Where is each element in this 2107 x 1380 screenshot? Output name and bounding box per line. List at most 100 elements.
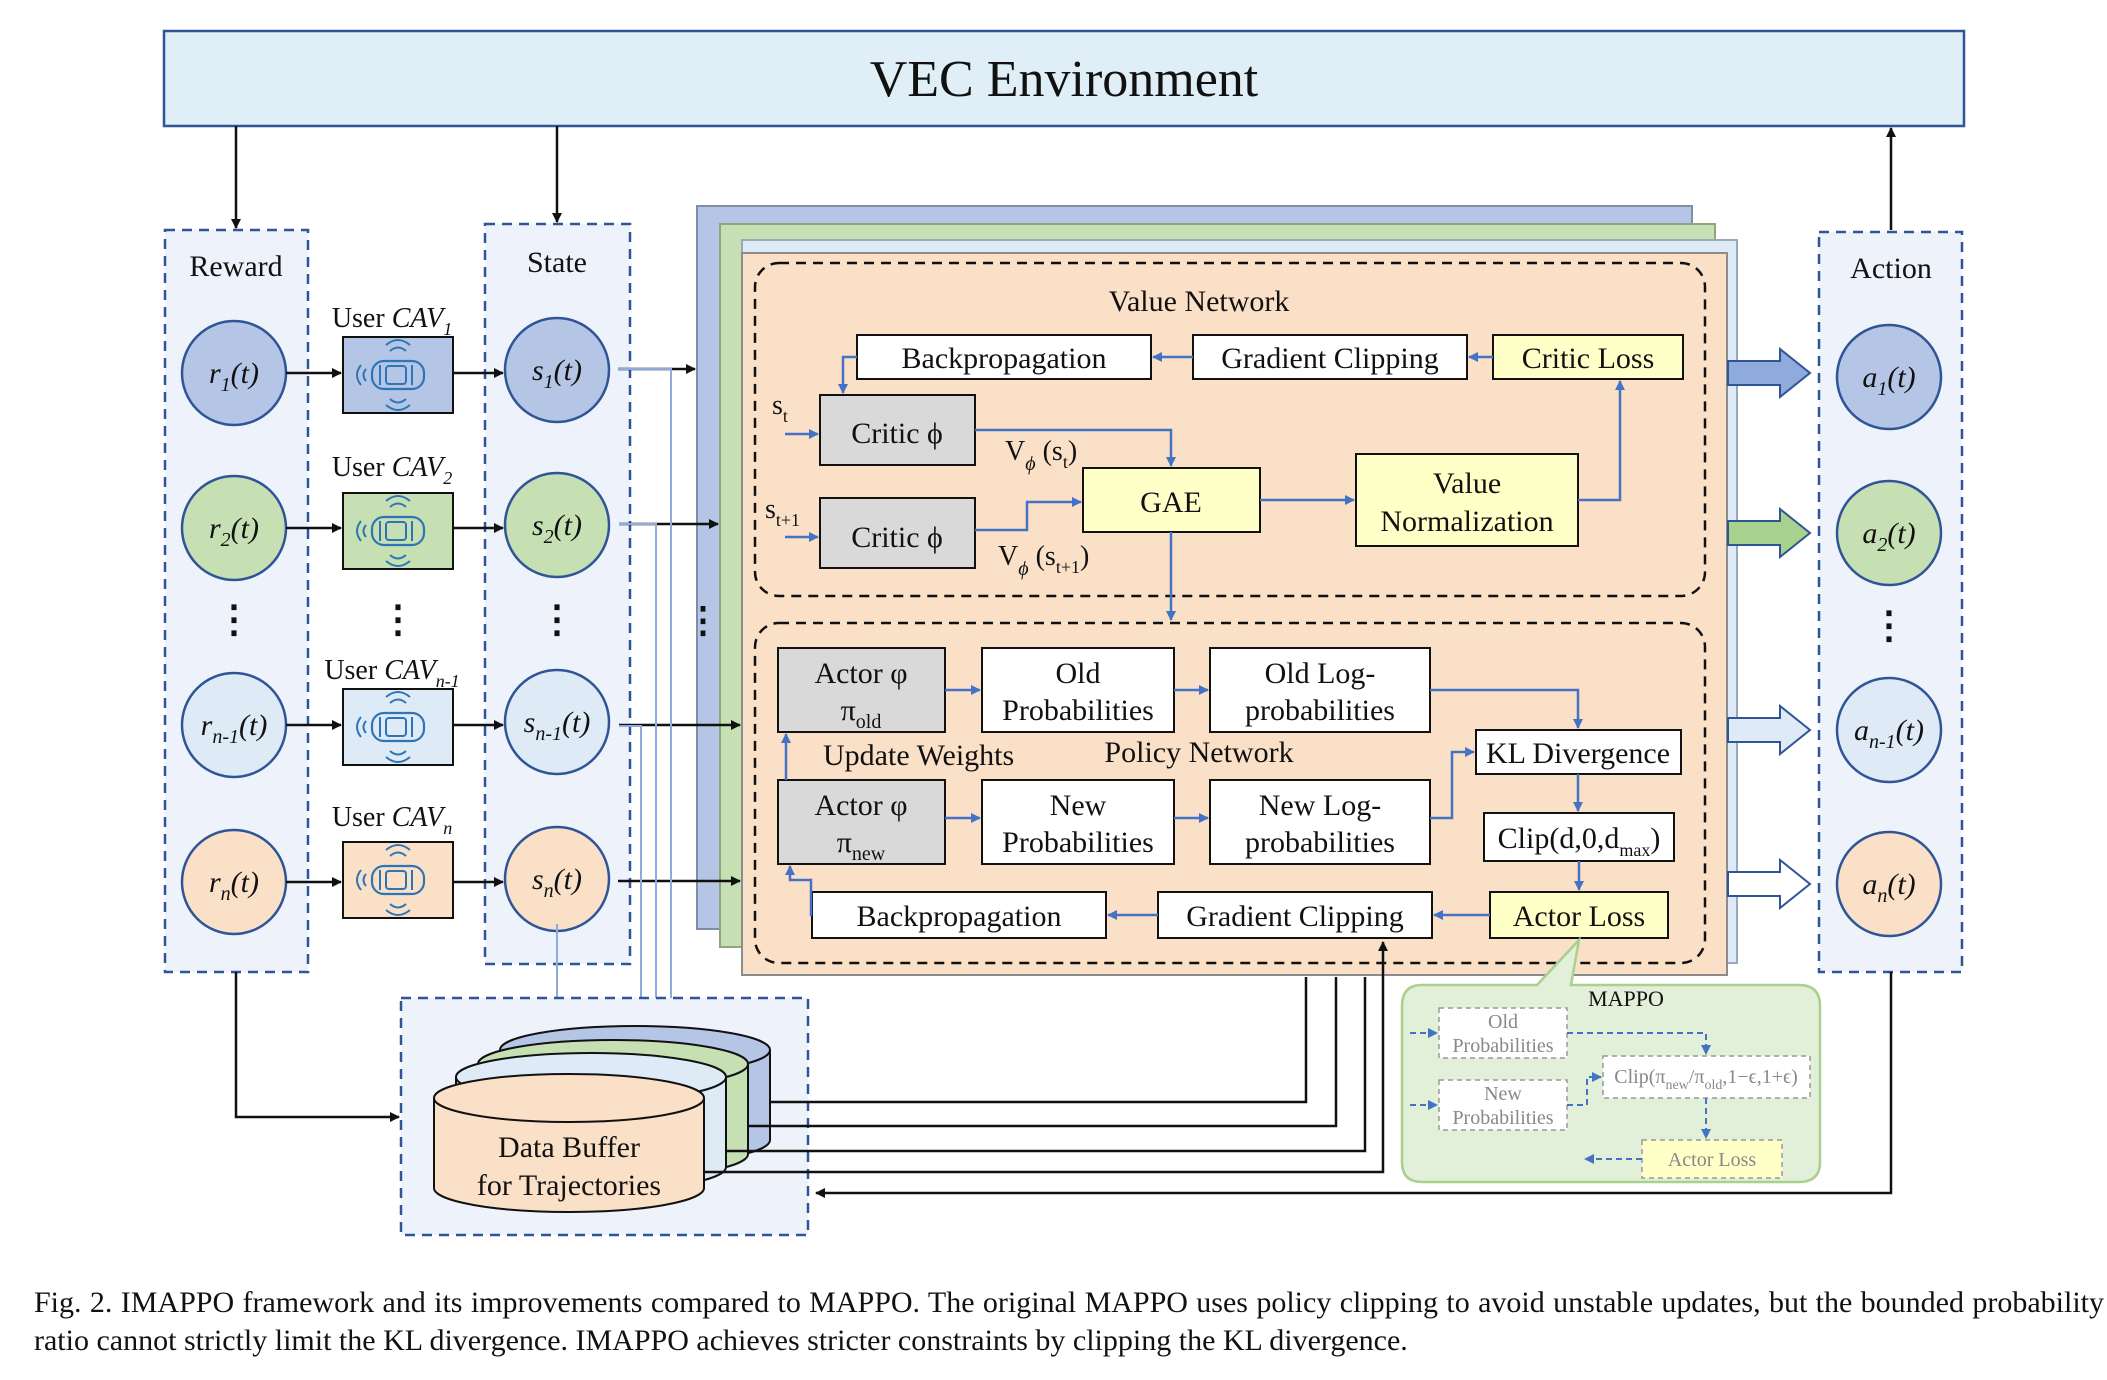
svg-text:Actor Loss: Actor Loss [1668,1149,1757,1171]
mappo-clip-box: Clip(πnew/πold,1−ϵ,1+ϵ) [1602,1055,1811,1099]
svg-text:New: New [1484,1083,1522,1105]
vn-grad-clip-box: Gradient Clipping [1192,334,1468,380]
cav-label: User CAVn-1 [324,655,459,691]
svg-text:Clip(d,0,dmax): Clip(d,0,dmax) [1498,822,1661,860]
action-node [1835,830,1943,938]
mappo-old-prob-box: Old Probabilities [1438,1007,1568,1059]
reward-node [180,671,288,779]
vn-backprop-box: Backpropagation [856,334,1152,380]
figure-caption: Fig. 2. IMAPPO framework and its improve… [34,1286,2104,1357]
actor-old-box: Actor φ πold [777,647,946,733]
svg-text:Actor φ: Actor φ [814,789,907,822]
svg-text:Old Log-: Old Log- [1265,657,1376,690]
vec-environment-box: VEC Environment [162,29,1966,128]
svg-text:Old: Old [1488,1011,1518,1033]
cav-vehicle-box [342,688,454,766]
action-node [1835,323,1943,431]
reward-label: r2(t) [209,512,259,551]
state-label: s1(t) [532,354,582,393]
state-node [503,668,611,776]
action-label: an-1(t) [1854,714,1924,753]
mappo-new-prob-box: New Probabilities [1438,1079,1568,1131]
mappo-label: MAPPO [1588,986,1664,1011]
value-network-label: Value Network [1109,285,1290,318]
action-label: an(t) [1862,868,1915,907]
state-label: sn-1(t) [524,706,591,745]
svg-text:probabilities: probabilities [1245,826,1395,859]
action-block-arrows [1727,346,1812,911]
gae-box: GAE [1082,467,1261,533]
svg-text:Probabilities: Probabilities [1002,694,1154,727]
svg-text:Probabilities: Probabilities [1452,1035,1553,1057]
cav-label: User CAV1 [332,303,452,339]
v-st1-label: Vϕ (st+1) [998,541,1089,580]
svg-text:GAE: GAE [1140,486,1202,519]
state-label: sn(t) [532,863,582,902]
vec-environment-title: VEC Environment [870,51,1259,108]
cav-vehicle-box [342,492,454,570]
svg-text:Gradient Clipping: Gradient Clipping [1221,342,1438,375]
action-header: Action [1850,252,1932,285]
cav-label: User CAVn [332,802,452,838]
critic-box-st: Critic ϕ [819,394,976,466]
critic-loss-box: Critic Loss [1492,334,1684,380]
policy-network-box [753,621,1707,965]
svg-text:Value: Value [1433,467,1501,500]
reward-label: rn(t) [209,866,259,905]
svg-text:probabilities: probabilities [1245,694,1395,727]
new-logprob-box: New Log- probabilities [1209,779,1431,865]
svg-text:Backpropagation: Backpropagation [857,900,1062,933]
new-probabilities-box: New Probabilities [981,779,1175,865]
st1-label: st+1 [765,494,800,530]
buffer-label-1: Data Buffer [498,1131,640,1164]
action-label: a2(t) [1862,517,1915,556]
svg-text:Actor Loss: Actor Loss [1513,900,1645,933]
action-ellipsis: ⋮ [1870,605,1908,647]
buffer-cylinder-orange [433,1073,705,1213]
v-st-label: Vϕ (st) [1005,436,1077,475]
imappo-framework-diagram: VEC Environment Reward State Action ⋮ Va… [162,29,1966,1237]
state-node [503,316,611,424]
reward-header: Reward [189,250,282,283]
reward-label: r1(t) [209,357,259,396]
state-ellipsis: ⋮ [538,599,576,641]
agent-row: rn-1(t) User CAVn-1 sn-1(t) an-1(t) [180,655,1943,784]
cav-ellipsis: ⋮ [379,599,417,641]
svg-text:Probabilities: Probabilities [1452,1107,1553,1129]
reward-label: rn-1(t) [201,709,268,748]
clip-kl-box: Clip(d,0,dmax) [1483,812,1675,862]
svg-text:Gradient Clipping: Gradient Clipping [1186,900,1403,933]
svg-text:Critic ϕ: Critic ϕ [851,417,943,450]
svg-text:KL Divergence: KL Divergence [1486,737,1670,770]
action-node [1835,479,1943,587]
actor-new-box: Actor φ πnew [777,779,946,865]
mappo-callout: MAPPO Old Probabilities New Probabilitie… [1400,936,1822,1184]
st-label: st [772,390,788,426]
layer-ellipsis: ⋮ [685,600,721,640]
pn-backprop-box: Backpropagation [811,891,1107,939]
critic-box-st1: Critic ϕ [819,497,976,569]
actor-loss-box: Actor Loss [1489,891,1669,939]
svg-text:Critic Loss: Critic Loss [1522,342,1655,375]
old-probabilities-box: Old Probabilities [981,647,1175,733]
old-logprob-box: Old Log- probabilities [1209,647,1431,733]
data-buffer-panel: Data Buffer for Trajectories [399,996,810,1237]
svg-text:New: New [1050,789,1107,822]
cav-label: User CAV2 [332,452,452,488]
svg-text:Actor φ: Actor φ [814,657,907,690]
svg-text:Clip(πnew/πold,1−ϵ,1+ϵ): Clip(πnew/πold,1−ϵ,1+ϵ) [1614,1066,1798,1093]
policy-network-label: Policy Network [1104,736,1293,769]
svg-text:Backpropagation: Backpropagation [902,342,1107,375]
kl-divergence-box: KL Divergence [1475,729,1682,775]
svg-text:Probabilities: Probabilities [1002,826,1154,859]
state-header: State [527,246,587,279]
action-node [1835,676,1943,784]
reward-ellipsis: ⋮ [215,599,253,641]
state-node [503,471,611,579]
svg-text:Old: Old [1056,657,1101,690]
value-network-box [753,261,1707,598]
value-normalization-box: Value Normalization [1355,453,1579,547]
cav-vehicle-box [342,336,454,414]
